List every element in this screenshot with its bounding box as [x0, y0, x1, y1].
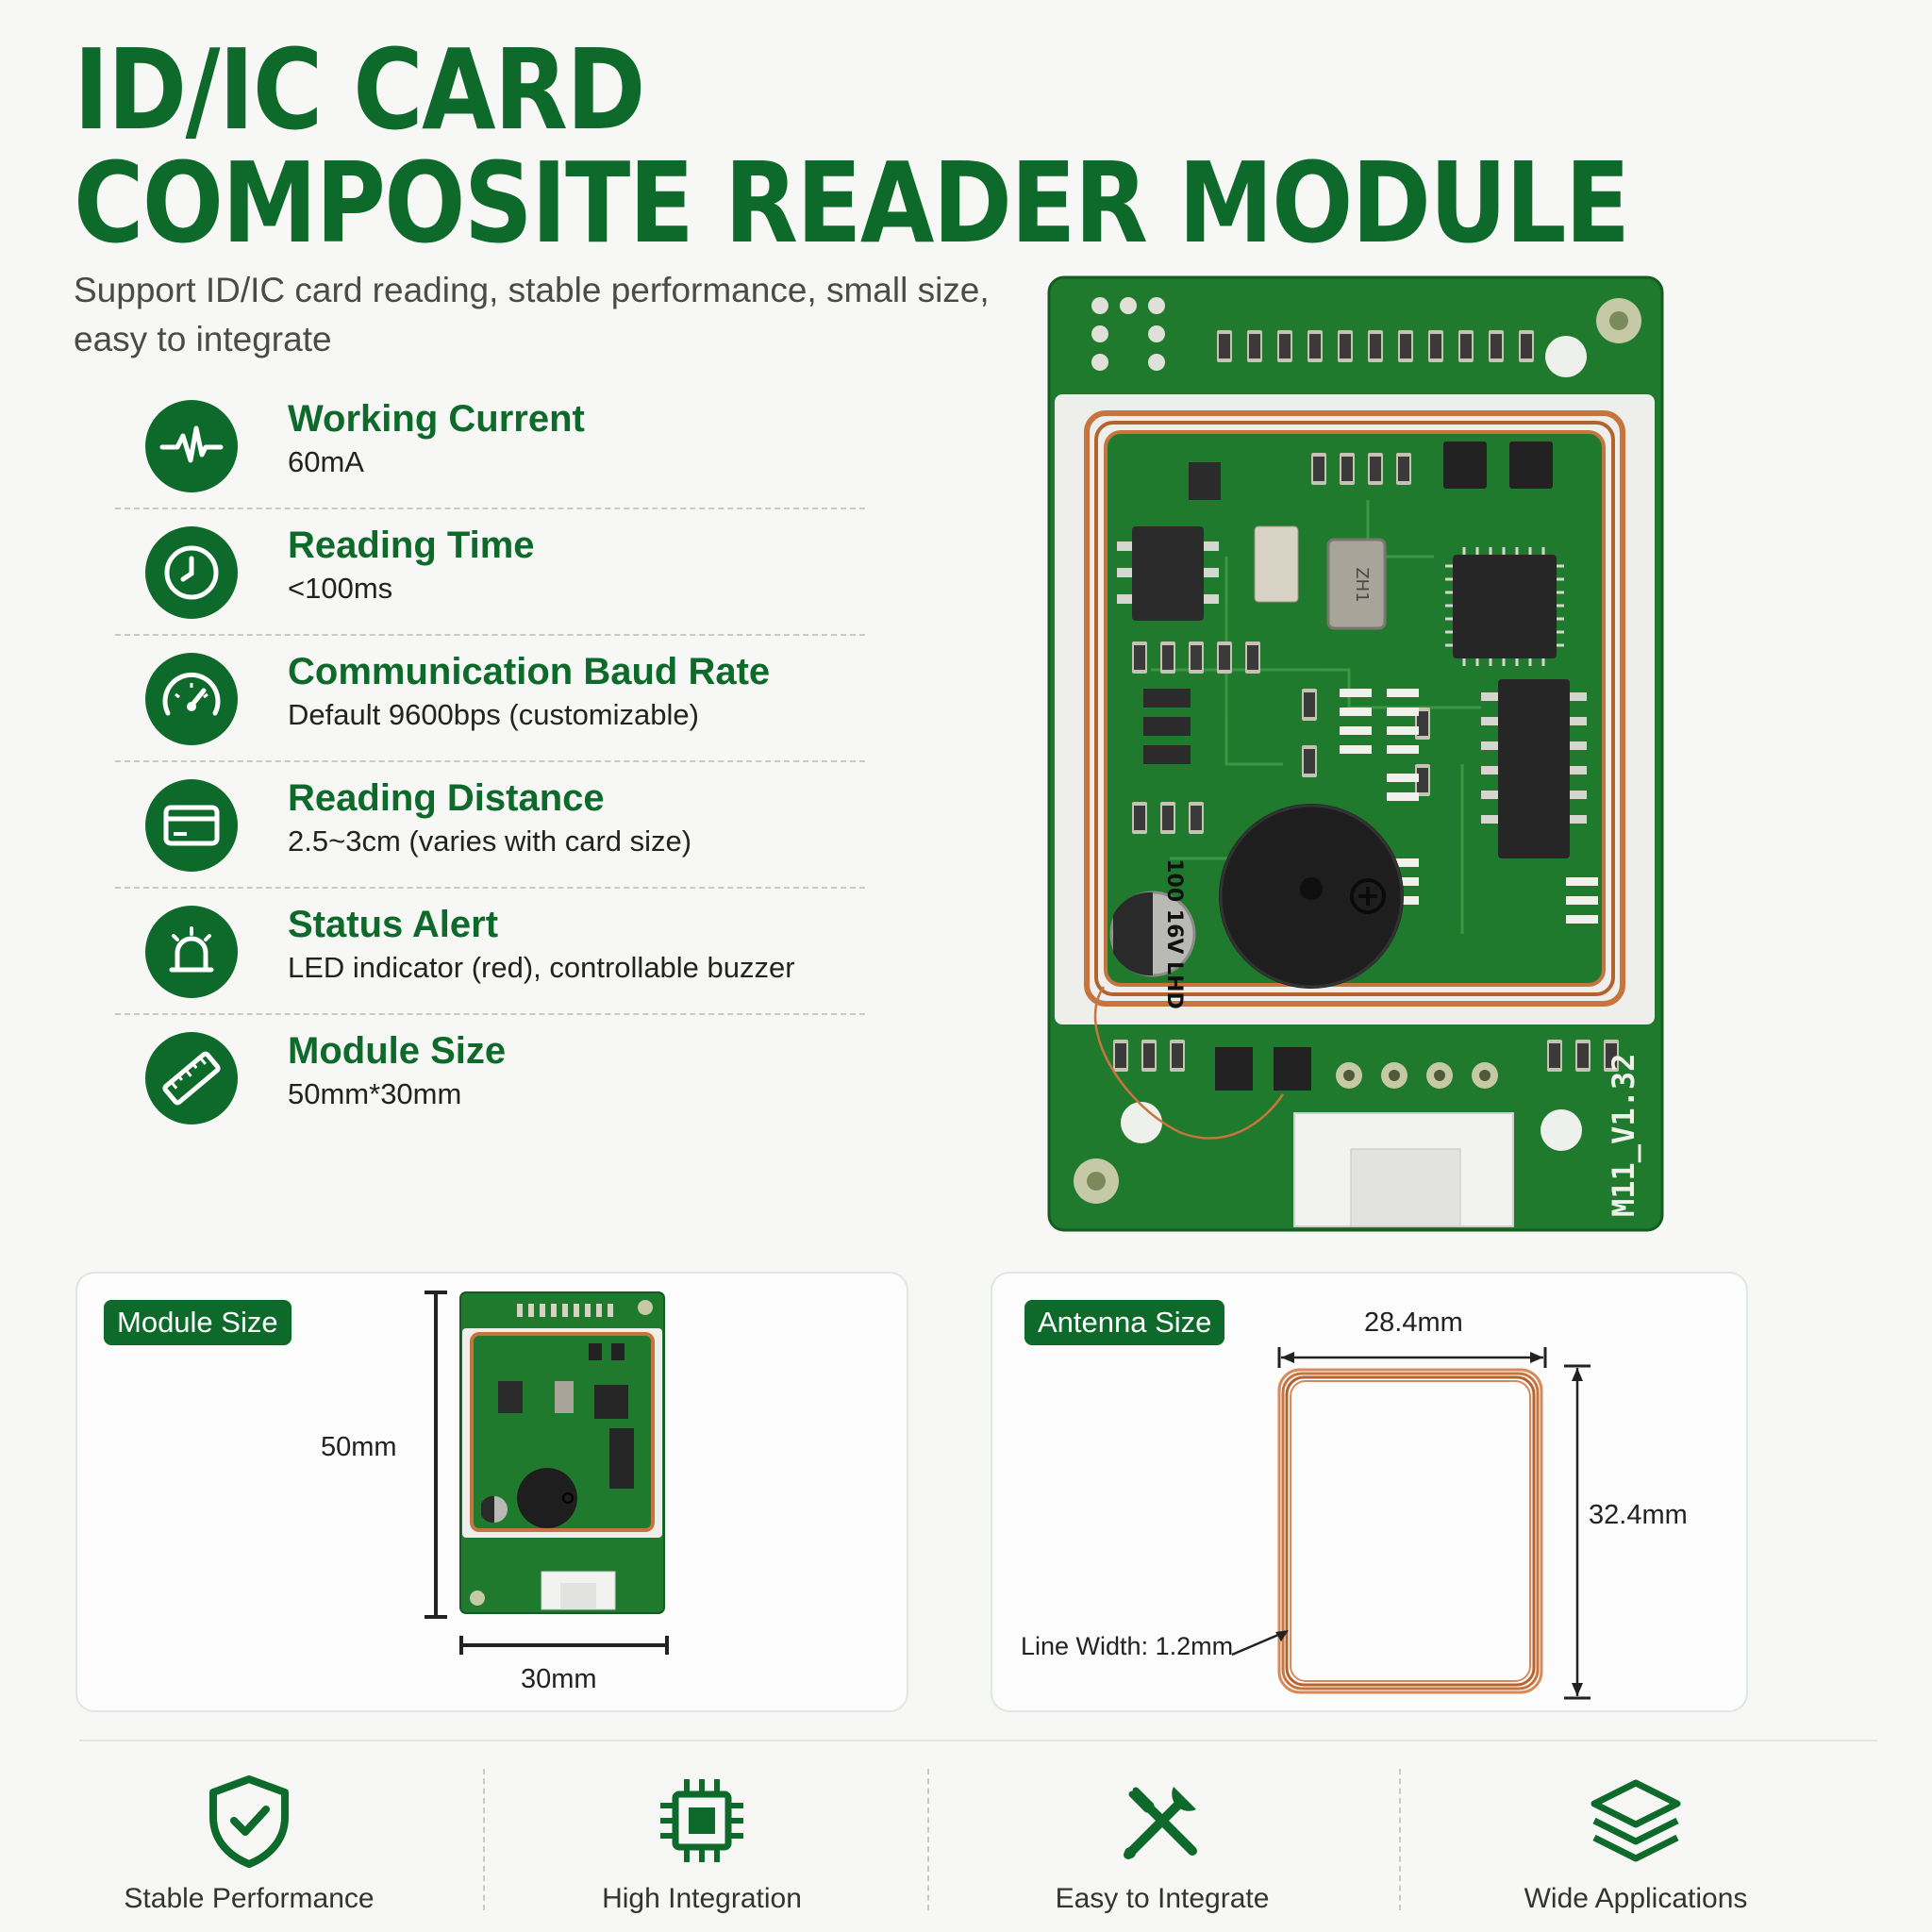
- module-size-panel: Module Size 50mm 30mm: [75, 1272, 908, 1712]
- capacitor-label: 100 16V LHD: [1162, 858, 1186, 1009]
- divider: [1399, 1769, 1401, 1910]
- spec-item-reading-time: Reading Time <100ms: [115, 509, 865, 636]
- divider: [115, 508, 865, 509]
- width-dimension-line: [459, 1636, 669, 1655]
- pulse-icon: [145, 400, 238, 492]
- spec-label: Status Alert: [288, 904, 499, 945]
- page-title-line-2: COMPOSITE READER MODULE: [74, 138, 1630, 268]
- divider: [115, 887, 865, 889]
- divider: [483, 1769, 485, 1910]
- spec-value: 2.5~3cm (varies with card size): [288, 824, 692, 858]
- board-silkscreen: M11_V1.32: [1606, 1054, 1641, 1217]
- feature-label: Easy to Integrate: [1055, 1883, 1270, 1914]
- tools-icon: [1124, 1787, 1197, 1859]
- antenna-height-arrow: [1564, 1364, 1591, 1700]
- spec-value: Default 9600bps (customizable): [288, 698, 699, 731]
- feature-high-integration: High Integration: [485, 1774, 919, 1915]
- divider: [115, 634, 865, 636]
- feature-label: Stable Performance: [124, 1883, 375, 1914]
- height-dimension-line: [425, 1291, 447, 1619]
- module-size-badge: Module Size: [104, 1300, 291, 1345]
- spec-label: Reading Distance: [288, 777, 605, 819]
- alarm-light-icon: [145, 906, 238, 998]
- line-width-label: Line Width: 1.2mm: [1021, 1632, 1234, 1660]
- feature-wide-applications: Wide Applications: [1419, 1774, 1853, 1915]
- antenna-size-badge: Antenna Size: [1024, 1300, 1225, 1345]
- crystal-label: ZH1: [1352, 567, 1372, 602]
- line-width-pointer: [1231, 1630, 1289, 1657]
- antenna-width-label: 28.4mm: [1364, 1307, 1463, 1338]
- divider: [115, 1013, 865, 1015]
- spec-item-module-size: Module Size 50mm*30mm: [115, 1015, 865, 1141]
- shield-check-icon: [209, 1775, 289, 1868]
- pcb-thumbnail-image: [459, 1291, 665, 1614]
- spec-value: 60mA: [288, 445, 364, 478]
- antenna-coil-image: [1277, 1368, 1543, 1694]
- spec-label: Module Size: [288, 1030, 507, 1072]
- spec-value: LED indicator (red), controllable buzzer: [288, 951, 795, 984]
- divider: [927, 1769, 929, 1910]
- antenna-width-arrow: [1277, 1347, 1547, 1368]
- spec-item-working-current: Working Current 60mA: [115, 383, 865, 509]
- card-icon: [145, 779, 238, 872]
- pcb-board-image: ZH1 100 16V LHD M11_V1.32: [1047, 275, 1664, 1232]
- spec-label: Reading Time: [288, 525, 535, 566]
- spec-value: 50mm*30mm: [288, 1077, 462, 1110]
- feature-stable-performance: Stable Performance: [32, 1774, 466, 1915]
- module-height-label: 50mm: [321, 1432, 397, 1462]
- chip-icon: [660, 1779, 743, 1862]
- page-subtitle: Support ID/IC card reading, stable perfo…: [74, 271, 990, 358]
- layers-icon: [1591, 1779, 1681, 1862]
- antenna-size-panel: Antenna Size 28.4mm 32.4mm Line Width: 1…: [991, 1272, 1748, 1712]
- clock-icon: [145, 526, 238, 619]
- spec-item-status-alert: Status Alert LED indicator (red), contro…: [115, 889, 865, 1015]
- divider: [115, 760, 865, 762]
- section-divider: [79, 1740, 1877, 1741]
- feature-easy-to-integrate: Easy to Integrate: [945, 1774, 1379, 1915]
- module-width-label: 30mm: [521, 1664, 597, 1694]
- spec-item-baud-rate: Communication Baud Rate Default 9600bps …: [115, 636, 865, 762]
- feature-label: High Integration: [602, 1883, 802, 1914]
- ruler-icon: [145, 1032, 238, 1124]
- antenna-height-label: 32.4mm: [1589, 1500, 1688, 1530]
- spec-label: Working Current: [288, 398, 585, 440]
- feature-label: Wide Applications: [1524, 1883, 1748, 1914]
- spec-item-reading-distance: Reading Distance 2.5~3cm (varies with ca…: [115, 762, 865, 889]
- spec-label: Communication Baud Rate: [288, 651, 771, 692]
- page-title-line-1: ID/IC CARD: [74, 25, 646, 155]
- spec-value: <100ms: [288, 572, 393, 605]
- speedometer-icon: [145, 653, 238, 745]
